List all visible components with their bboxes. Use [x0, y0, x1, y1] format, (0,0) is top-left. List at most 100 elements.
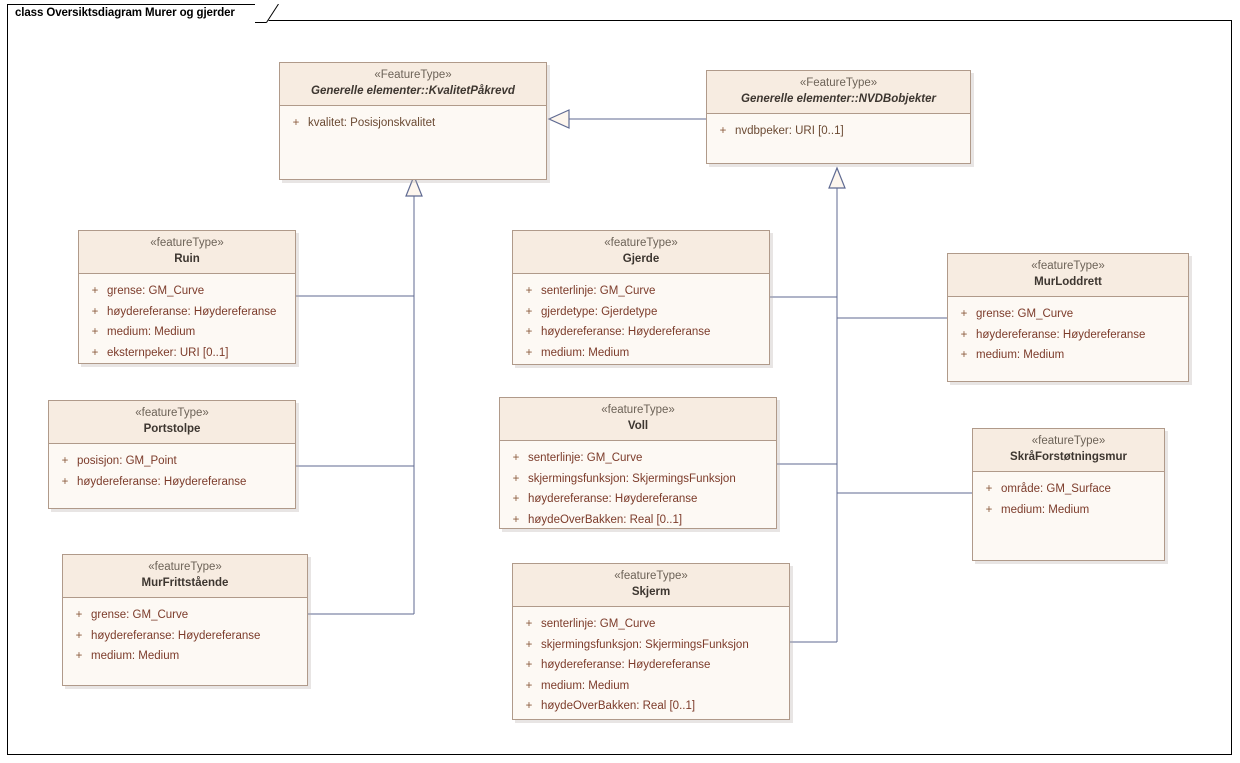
- attribute-row: + medium: Medium: [67, 646, 303, 666]
- attribute-signature: høydereferanse: Høydereferanse: [107, 305, 277, 318]
- attribute-visibility: +: [525, 305, 533, 318]
- class-name: Gjerde: [622, 252, 660, 265]
- class-stereotype: «featureType»: [604, 237, 678, 249]
- attribute-visibility: +: [985, 503, 993, 516]
- attribute-visibility: +: [75, 609, 83, 622]
- attribute-row: + eksternpeker: URI [0..1]: [83, 343, 291, 363]
- attribute-signature: høydereferanse: Høydereferanse: [91, 629, 261, 642]
- class-name: Generelle elementer::KvalitetPåkrevd: [311, 84, 515, 97]
- attribute-signature: medium: Medium: [1001, 503, 1090, 516]
- attribute-visibility: +: [91, 285, 99, 298]
- attribute-visibility: +: [960, 328, 968, 341]
- attribute-signature: høydeOverBakken: Real [0..1]: [541, 700, 696, 712]
- attribute-row: + medium: Medium: [83, 322, 291, 342]
- attribute-visibility: +: [525, 638, 533, 651]
- attribute-signature: eksternpeker: URI [0..1]: [107, 346, 229, 359]
- attribute-visibility: +: [525, 618, 533, 631]
- class-attributes-murfrittstaende: + grense: GM_Curve + høydereferanse: Høy…: [63, 598, 307, 680]
- class-name: SkråForstøtningsmur: [1010, 450, 1127, 463]
- attribute-signature: høydereferanse: Høydereferanse: [541, 659, 711, 672]
- diagram-title-tab[interactable]: class Oversiktsdiagram Murer og gjerder: [7, 4, 262, 22]
- attribute-row: + senterlinje: GM_Curve: [517, 614, 785, 634]
- class-box-gjerde[interactable]: «featureType» Gjerde + senterlinje: GM_C…: [512, 230, 770, 365]
- class-stereotype: «featureType»: [1031, 260, 1105, 272]
- class-header-voll: «featureType» Voll: [500, 398, 776, 442]
- attribute-visibility: +: [960, 349, 968, 362]
- class-name: Portstolpe: [143, 422, 201, 435]
- class-attributes-kvalitetpaakrevd: + kvalitet: Posisjonskvalitet: [280, 106, 546, 165]
- class-attributes-ruin: + grense: GM_Curve + høydereferanse: Høy…: [79, 274, 295, 359]
- attribute-signature: skjermingsfunksjon: SkjermingsFunksjon: [528, 472, 736, 485]
- attribute-signature: høydereferanse: Høydereferanse: [77, 475, 247, 488]
- class-stereotype: «featureType»: [1031, 435, 1106, 447]
- attribute-signature: medium: Medium: [976, 349, 1065, 362]
- attribute-signature: høydeOverBakken: Real [0..1]: [528, 513, 683, 526]
- attribute-row: + høydereferanse: Høydereferanse: [517, 322, 765, 342]
- attribute-row: + senterlinje: GM_Curve: [504, 448, 772, 468]
- attribute-visibility: +: [512, 452, 520, 465]
- class-box-skraaforstotningsmur[interactable]: «featureType» SkråForstøtningsmur + områ…: [972, 428, 1165, 561]
- attribute-row: + medium: Medium: [977, 500, 1160, 520]
- attribute-row: + høydereferanse: Høydereferanse: [83, 302, 291, 322]
- class-attributes-murloddrett: + grense: GM_Curve + høydereferanse: Høy…: [948, 297, 1188, 376]
- attribute-visibility: +: [75, 629, 83, 642]
- class-stereotype: «featureType»: [601, 404, 675, 416]
- class-name: MurLoddrett: [1034, 275, 1102, 288]
- diagram-title-tab-slant: [255, 4, 279, 23]
- tab-slant-svg: [255, 4, 279, 23]
- attribute-visibility: +: [525, 285, 533, 298]
- attribute-visibility: +: [292, 117, 300, 130]
- class-header-gjerde: «featureType» Gjerde: [513, 231, 769, 275]
- class-box-portstolpe[interactable]: «featureType» Portstolpe + posisjon: GM_…: [48, 400, 296, 509]
- attribute-row: + skjermingsfunksjon: SkjermingsFunksjon: [504, 469, 772, 489]
- attribute-signature: høydereferanse: Høydereferanse: [976, 328, 1146, 341]
- class-header-murfrittstaende: «featureType» MurFrittstående: [63, 555, 307, 599]
- attribute-visibility: +: [960, 308, 968, 321]
- class-box-murfrittstaende[interactable]: «featureType» MurFrittstående + grense: …: [62, 554, 308, 686]
- attribute-signature: område: GM_Surface: [1001, 483, 1111, 496]
- attribute-row: + høydeOverBakken: Real [0..1]: [504, 510, 772, 530]
- attribute-row: + senterlinje: GM_Curve: [517, 281, 765, 301]
- class-name: Voll: [627, 419, 649, 432]
- class-box-skjerm[interactable]: «featureType» Skjerm + senterlinje: GM_C…: [512, 563, 790, 720]
- attribute-visibility: +: [985, 483, 993, 496]
- class-box-ruin[interactable]: «featureType» Ruin + grense: GM_Curve + …: [78, 230, 296, 364]
- class-header-nvdbobjekter: «FeatureType» Generelle elementer::NVDBo…: [707, 71, 970, 115]
- diagram-title-text: class Oversiktsdiagram Murer og gjerder: [15, 6, 235, 19]
- class-box-murloddrett[interactable]: «featureType» MurLoddrett + grense: GM_C…: [947, 253, 1189, 382]
- attribute-signature: nvdbpeker: URI [0..1]: [735, 125, 844, 138]
- attribute-signature: medium: Medium: [541, 346, 630, 359]
- attribute-visibility: +: [512, 472, 520, 485]
- attribute-row: + høydereferanse: Høydereferanse: [53, 472, 291, 492]
- attribute-row: + høydereferanse: Høydereferanse: [517, 655, 785, 675]
- class-attributes-voll: + senterlinje: GM_Curve + skjermingsfunk…: [500, 441, 776, 526]
- attribute-row: + medium: Medium: [517, 343, 765, 363]
- class-box-voll[interactable]: «featureType» Voll + senterlinje: GM_Cur…: [499, 397, 777, 529]
- class-box-nvdbobjekter[interactable]: «FeatureType» Generelle elementer::NVDBo…: [706, 70, 971, 164]
- class-header-ruin: «featureType» Ruin: [79, 231, 295, 275]
- class-header-portstolpe: «featureType» Portstolpe: [49, 401, 295, 445]
- class-attributes-gjerde: + senterlinje: GM_Curve + gjerdetype: Gj…: [513, 274, 769, 359]
- attribute-signature: høydereferanse: Høydereferanse: [528, 493, 698, 506]
- diagram-frame: [7, 20, 1232, 755]
- class-stereotype: «FeatureType»: [374, 69, 452, 81]
- class-header-kvalitetpaakrevd: «FeatureType» Generelle elementer::Kvali…: [280, 63, 546, 107]
- attribute-visibility: +: [91, 346, 99, 359]
- class-header-skraaforstotningsmur: «featureType» SkråForstøtningsmur: [973, 429, 1164, 473]
- attribute-row: + grense: GM_Curve: [83, 281, 291, 301]
- attribute-row: + kvalitet: Posisjonskvalitet: [284, 113, 542, 133]
- attribute-signature: skjermingsfunksjon: SkjermingsFunksjon: [541, 638, 749, 651]
- class-stereotype: «featureType»: [148, 561, 222, 573]
- attribute-visibility: +: [525, 700, 533, 712]
- class-name: Ruin: [174, 252, 200, 265]
- attribute-row: + område: GM_Surface: [977, 479, 1160, 499]
- class-header-murloddrett: «featureType» MurLoddrett: [948, 254, 1188, 298]
- attribute-row: + posisjon: GM_Point: [53, 451, 291, 471]
- attribute-visibility: +: [719, 125, 727, 138]
- attribute-signature: senterlinje: GM_Curve: [541, 285, 656, 298]
- attribute-visibility: +: [512, 513, 520, 526]
- attribute-row: + skjermingsfunksjon: SkjermingsFunksjon: [517, 635, 785, 655]
- class-box-kvalitetpaakrevd[interactable]: «FeatureType» Generelle elementer::Kvali…: [279, 62, 547, 180]
- attribute-signature: gjerdetype: Gjerdetype: [541, 305, 658, 318]
- class-header-skjerm: «featureType» Skjerm: [513, 564, 789, 608]
